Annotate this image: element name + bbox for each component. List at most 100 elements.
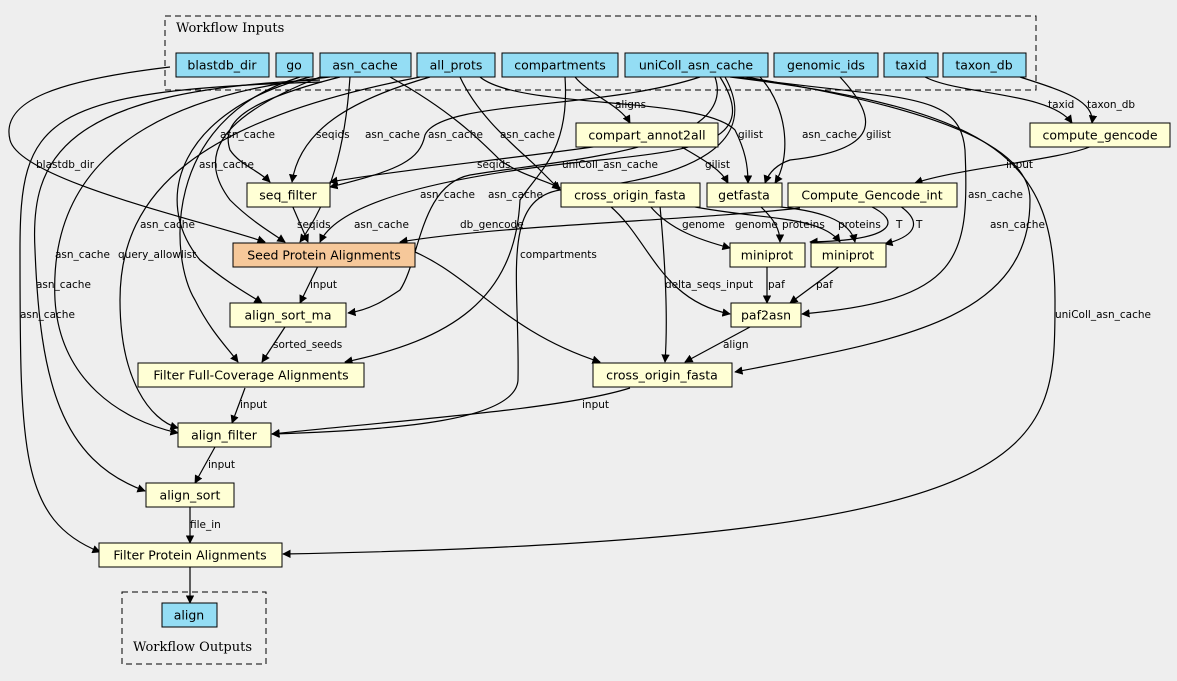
edge-genomic-ids-getfasta: gilist [763,76,891,184]
svg-text:asn_cache: asn_cache [332,58,398,73]
workflow-outputs-cluster: Workflow Outputs [121,591,267,665]
edge-label-blastdb-dir: blastdb_dir [36,159,95,171]
edge-label-asn-cache-cof3: asn_cache [990,219,1045,231]
edge-label-seqids-3: seqids [297,219,331,231]
edge-label-seqids-1: seqids [316,129,350,141]
edge-label-asn-cache-seed: asn_cache [199,159,254,171]
node-miniprot-1[interactable]: miniprot [729,242,806,268]
node-compute-gencode[interactable]: compute_gencode [1029,122,1171,148]
edge-compartments-ffc: compartments [344,76,597,365]
edge-seqfilter-seed: seqids [291,204,331,243]
node-unicoll-asn-cache[interactable]: uniColl_asn_cache [624,52,769,78]
node-all-prots[interactable]: all_prots [416,52,496,78]
edge-label-taxon-db: taxon_db [1087,99,1135,111]
svg-text:Seed Protein Alignments: Seed Protein Alignments [247,248,401,263]
node-taxon-db[interactable]: taxon_db [942,52,1027,78]
edge-label-taxid: taxid [1048,99,1074,111]
edge-unicoll-seed: uniColl_asn_cache [319,76,733,243]
svg-text:genomic_ids: genomic_ids [787,58,865,73]
node-filter-protein-alignments[interactable]: Filter Protein Alignments [98,542,283,568]
node-blastdb-dir[interactable]: blastdb_dir [175,52,270,78]
edge-cof1-cof2 [659,205,670,363]
svg-text:align_sort_ma: align_sort_ma [245,308,332,323]
svg-text:taxid: taxid [895,58,926,73]
edge-label-genome-2: genome [735,219,778,231]
node-align-filter[interactable]: align_filter [177,422,272,448]
edge-label-asn-cache-cof: asn_cache [365,129,420,141]
edge-label-gilist-3: gilist [866,129,891,141]
edge-label-T-1: T [895,219,903,231]
edge-label-asn-cache-af: asn_cache [488,189,543,201]
edge-label-compartments: compartments [520,249,597,261]
svg-text:align_sort: align_sort [160,488,221,503]
edge-label-input-4: input [208,459,235,471]
edge-gencodeint-seed: db_gencode [399,207,801,245]
node-align-output[interactable]: align [161,602,218,628]
edge-label-paf-2: paf [816,279,833,291]
edge-asncache-ffc: asn_cache [55,76,301,363]
node-go[interactable]: go [275,52,314,78]
svg-text:align_filter: align_filter [191,428,258,443]
edge-label-input-3: input [582,399,609,411]
node-compart-annot2all[interactable]: compart_annot2all [575,122,719,148]
edge-unicoll-getfasta: asn_cache [759,76,857,184]
edge-compartments-compart: aligns [574,76,646,124]
edge-miniprot2-paf2asn: paf [789,265,841,304]
edge-label-input-gencode: input [1006,159,1033,171]
edge-label-asn-cache-as: asn_cache [20,309,75,321]
edge-label-gilist-1: gilist [738,129,763,141]
node-cross-origin-fasta-1[interactable]: cross_origin_fasta [560,182,701,208]
svg-text:miniprot: miniprot [741,248,793,263]
edge-label-asn-cache-getfasta: asn_cache [802,129,857,141]
node-paf2asn[interactable]: paf2asn [730,302,802,328]
edge-label-align: align [723,339,749,351]
edge-unicoll-alignfilter: asn_cache [271,76,736,438]
workflow-outputs-label: Workflow Outputs [133,640,252,655]
edge-compute-gencode-int: input [914,145,1093,185]
edge-label-sorted-seeds: sorted_seeds [273,339,342,351]
edge-asncache-seqfilter: asn_cache [220,76,341,183]
edge-label-asn-cache-ffc: asn_cache [55,249,110,261]
edge-label-T-2: T [915,219,923,231]
node-miniprot-2[interactable]: miniprot [810,242,887,268]
edge-gencodeint-miniprot1: T [809,205,903,247]
edge-cof1-paf2asn: delta_seqs_input [609,205,753,317]
node-filter-full-coverage[interactable]: Filter Full-Coverage Alignments [137,362,365,388]
node-compartments[interactable]: compartments [501,52,619,78]
node-asn-cache[interactable]: asn_cache [319,52,412,78]
edge-label-asn-cache-af2: asn_cache [36,279,91,291]
svg-text:compute_gencode: compute_gencode [1042,128,1157,143]
edge-alignfilter-alignsort: input [194,446,235,484]
svg-text:cross_origin_fasta: cross_origin_fasta [606,368,718,383]
edge-getfasta-miniprot1: proteins [759,205,825,243]
edge-label-input-1: input [310,279,337,291]
node-taxid[interactable]: taxid [883,52,939,78]
node-genomic-ids[interactable]: genomic_ids [773,52,879,78]
svg-text:taxon_db: taxon_db [955,58,1012,73]
edge-allprots-seqfilter: seqids [289,76,431,183]
svg-text:compart_annot2all: compart_annot2all [588,128,705,143]
edge-asncache-alignfilter: asn_cache [36,76,331,436]
edges: taxid taxon_db input aligns gilist gilis… [8,66,1151,604]
edge-label-delta-seqs-input: delta_seqs_input [665,279,753,291]
svg-text:getfasta: getfasta [718,188,770,203]
edge-cof1-miniprot2: genome [689,205,841,243]
edge-taxon-db-compute-gencode: taxon_db [1019,76,1135,124]
edge-compart-getfasta: gilist [679,145,730,184]
node-seed-protein-alignments[interactable]: Seed Protein Alignments [232,242,416,268]
node-seq-filter[interactable]: seq_filter [246,182,331,208]
edge-allprots-getfasta: gilist [479,76,763,184]
workflow-inputs-label: Workflow Inputs [176,21,284,36]
edge-unicoll-fpa: uniColl_asn_cache [282,76,1151,559]
node-compute-gencode-int[interactable]: Compute_Gencode_int [787,182,958,208]
node-cross-origin-fasta-2[interactable]: cross_origin_fasta [592,362,733,388]
edge-taxid-compute-gencode: taxid [924,76,1074,124]
node-align-sort[interactable]: align_sort [145,482,235,508]
edge-blastdb-seed: blastdb_dir [8,66,266,244]
edge-unicoll-cof2: asn_cache [734,76,1045,375]
node-getfasta[interactable]: getfasta [706,182,783,208]
svg-text:all_prots: all_prots [430,58,483,73]
svg-text:blastdb_dir: blastdb_dir [187,58,257,73]
edge-unicoll-seqfilter: asn_cache [329,76,701,190]
node-align-sort-ma[interactable]: align_sort_ma [229,302,347,328]
